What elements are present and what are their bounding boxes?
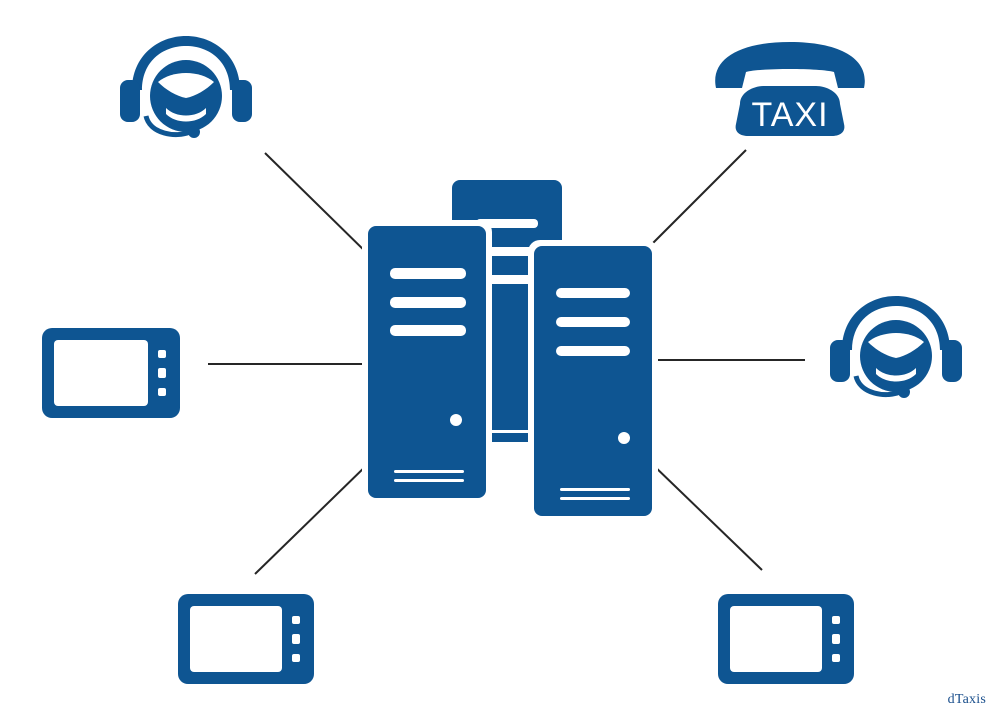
link-tablet-bottom-left: [254, 461, 371, 575]
taxi-label: TAXI: [751, 96, 828, 134]
tablet-icon-bottom-left: [178, 594, 314, 684]
tablet-icon: [42, 328, 180, 418]
telephone-icon: TAXI: [715, 42, 865, 136]
link-headset-top-left: [264, 152, 373, 259]
headset-icon: [120, 36, 252, 138]
brand-logo-text: dTaxis: [947, 692, 986, 707]
server-right: [528, 240, 658, 522]
server-icon: [362, 180, 658, 522]
server-left: [362, 220, 492, 504]
link-tablet-bottom-right: [649, 461, 763, 571]
headset-icon-right: [830, 296, 962, 398]
link-taxi-phone: [643, 149, 747, 253]
connection-lines: [208, 149, 805, 575]
tablet-icon-bottom-right: [718, 594, 854, 684]
